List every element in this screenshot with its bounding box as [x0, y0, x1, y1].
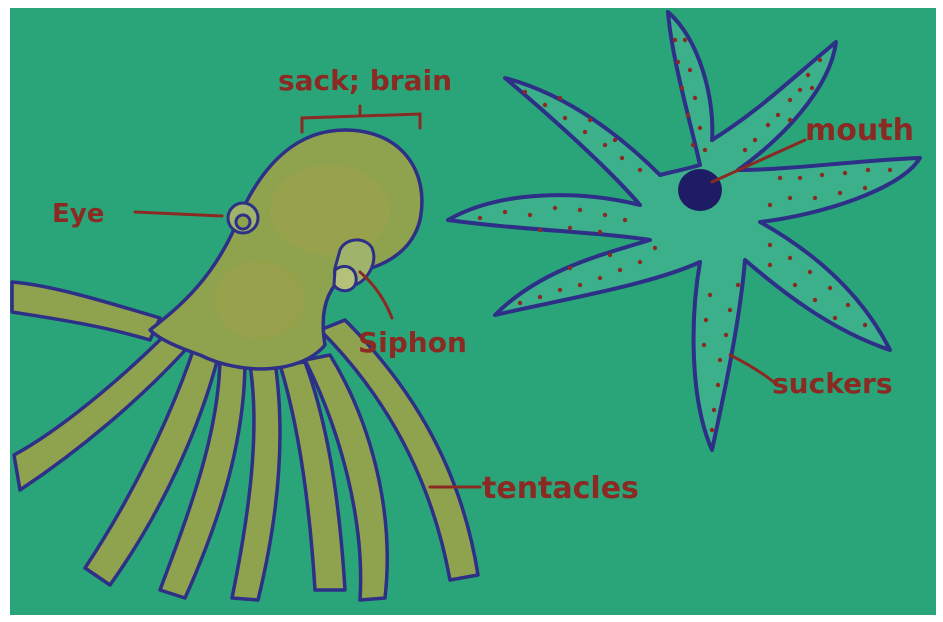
label-siphon: Siphon — [358, 326, 467, 359]
label-tentacles: tentacles — [482, 471, 639, 506]
label-suckers: suckers — [772, 367, 893, 400]
label-mouth: mouth — [805, 113, 914, 148]
sea-star-mouth — [678, 169, 722, 211]
label-sack-brain: sack; brain — [278, 64, 452, 97]
label-eye: Eye — [52, 199, 104, 229]
octopus-eye — [228, 203, 258, 233]
